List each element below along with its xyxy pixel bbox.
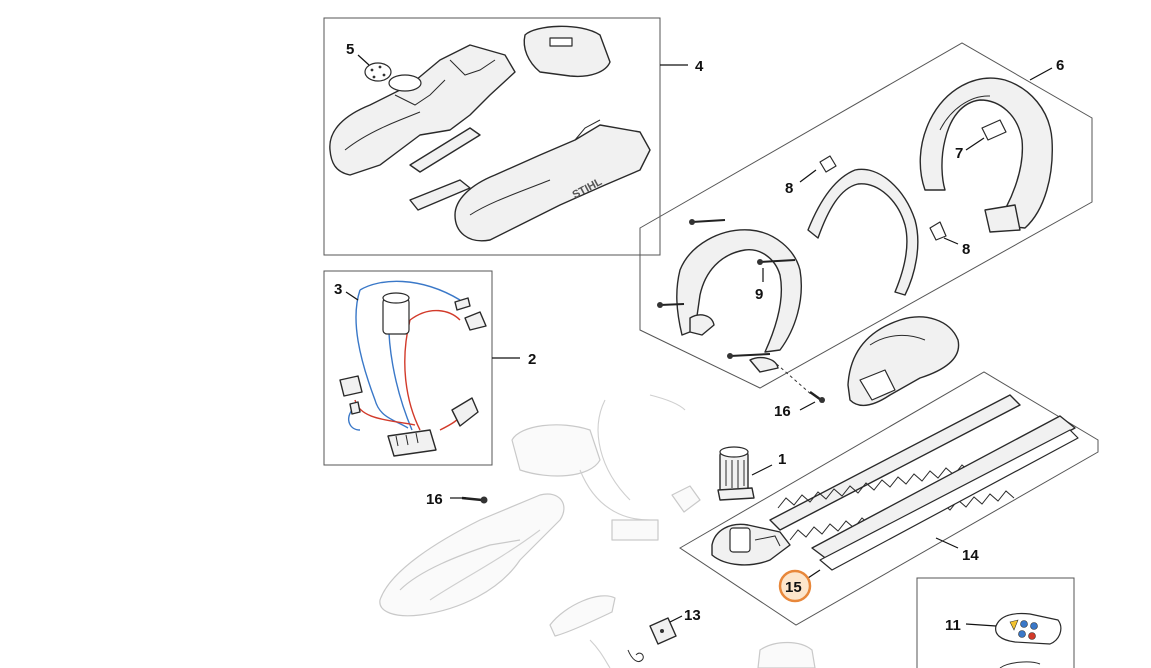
bail-handle: [807, 168, 919, 296]
blade-frame: [679, 371, 1099, 626]
callout-8-upper[interactable]: 8: [785, 180, 793, 197]
callout-9[interactable]: 9: [755, 286, 763, 303]
callout-13[interactable]: 13: [684, 607, 701, 624]
svg-text:2: 2: [528, 351, 536, 368]
svg-text:14: 14: [962, 547, 979, 564]
callout-7[interactable]: 7: [955, 145, 963, 162]
blade-group: 14 15: [679, 371, 1099, 626]
blade-guard: [811, 415, 1076, 561]
svg-text:8: 8: [962, 241, 970, 258]
part-1-motor: [717, 446, 755, 501]
callout-2[interactable]: 2: [528, 351, 536, 368]
callout-6[interactable]: 6: [1056, 57, 1064, 74]
svg-text:11: 11: [945, 617, 961, 634]
svg-text:9: 9: [755, 286, 763, 303]
svg-text:16: 16: [774, 403, 791, 420]
svg-text:15: 15: [785, 579, 802, 596]
handle-shell: [676, 229, 802, 353]
front-handle: [919, 77, 1053, 229]
svg-text:6: 6: [1056, 57, 1064, 74]
part-16-screw-upper: [771, 359, 825, 404]
part-13-switch: [627, 617, 677, 663]
housing-group: STIHL 5 4: [323, 17, 704, 256]
svg-text:4: 4: [695, 58, 704, 75]
callout-4[interactable]: 4: [695, 58, 704, 75]
housing-half-right: [454, 124, 651, 242]
front-guard: [847, 316, 960, 407]
part-5-gasket: [364, 62, 392, 82]
callout-14[interactable]: 14: [962, 547, 979, 564]
cutting-blade: [769, 394, 1021, 531]
svg-text:3: 3: [334, 281, 342, 298]
part-7-clip: [981, 119, 1007, 141]
callout-8-lower[interactable]: 8: [962, 241, 970, 258]
label-frame: [916, 577, 1075, 668]
handle-group: 7 8 8 9: [639, 42, 1093, 389]
housing-frame: [323, 17, 661, 256]
terminal-block: [387, 429, 437, 457]
handle-frame: [639, 42, 1093, 389]
callout-5[interactable]: 5: [346, 41, 354, 58]
part-8-clip-lower: [929, 221, 947, 241]
part-11-label: [995, 612, 1062, 645]
part-8-clip-upper: [819, 155, 837, 173]
callout-11[interactable]: 11: [945, 617, 961, 634]
housing-cover: [523, 25, 611, 78]
callout-16-lower[interactable]: 16: [426, 491, 443, 508]
label-group: 11: [916, 577, 1075, 668]
svg-text:16: 16: [426, 491, 443, 508]
callout-15-highlighted[interactable]: 15: [778, 569, 812, 603]
wiring-group: 3 2: [323, 270, 536, 466]
svg-text:7: 7: [955, 145, 963, 162]
switch-slider: [409, 127, 481, 173]
ghost-assembled-view: [379, 394, 816, 668]
housing-half-left: [329, 44, 516, 176]
svg-text:5: 5: [346, 41, 354, 58]
svg-text:8: 8: [785, 180, 793, 197]
callout-1[interactable]: 1: [778, 451, 786, 468]
callout-16-upper[interactable]: 16: [774, 403, 791, 420]
callout-3[interactable]: 3: [334, 281, 342, 298]
svg-text:1: 1: [778, 451, 786, 468]
gear-housing: [711, 523, 791, 566]
switch-lever: [409, 179, 471, 211]
wiring-frame: [323, 270, 493, 466]
svg-text:13: 13: [684, 607, 701, 624]
screws-9: [657, 219, 796, 359]
